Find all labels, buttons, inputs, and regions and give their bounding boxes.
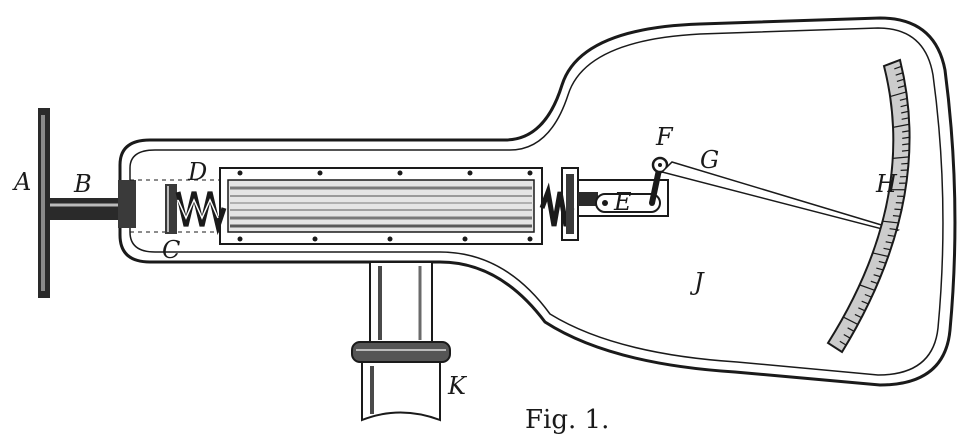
scale-tick [902,136,910,139]
figure-caption: Fig. 1. [525,405,609,435]
label-k: K [447,372,468,400]
link-rod [578,192,598,206]
rivet [237,236,243,242]
scale-tick [878,260,886,264]
link-e [595,193,661,213]
scale-tick [859,284,875,291]
scale-tick [894,65,902,70]
outer-casing [118,16,957,387]
right-bracket-bar [566,174,574,234]
scale-tick [896,78,905,83]
rivet [397,170,403,176]
link-frame [578,179,669,217]
scale-tick [902,143,910,146]
scale-tick [883,247,891,251]
collar-c [165,184,177,234]
spring-d [175,191,227,236]
label-a: A [12,168,31,196]
scale-tick [887,234,895,237]
label-b: B [73,170,92,198]
inner-casing [129,27,944,376]
rivet [527,236,533,242]
scale-tick [889,91,907,98]
rivet [237,170,243,176]
rod-b [50,198,120,220]
scale-tick [854,313,862,319]
label-c: C [162,236,180,264]
scale-tick [839,340,847,346]
scale-tick [843,316,859,325]
rivet [527,170,533,176]
scale-tick [902,130,910,133]
nozzle-flange [351,341,451,363]
scale-tick [892,215,901,217]
scale-tick [899,97,908,101]
scale-h [826,58,911,354]
scale-tick [858,307,866,312]
scale-tick [861,300,869,305]
plate-a-highlight [41,115,45,291]
scale-tick [897,84,906,89]
scale-tick [843,334,851,339]
scale-ticks [839,65,910,346]
link-e-pin-left [602,200,608,206]
label-g: G [700,146,719,174]
rivet [312,236,318,242]
scale-tick [872,252,889,258]
spring-d-inner [177,198,219,220]
nozzle-body [361,361,441,422]
pointer-g [660,161,901,233]
scale-tick [864,293,872,298]
scale-tick [889,228,897,231]
scale-tick [901,117,910,120]
scale-tick [885,241,893,244]
rivets [237,170,533,242]
scale-tick [882,220,899,224]
rivet [462,236,468,242]
scale-tick [895,72,904,76]
scale-tick [901,110,909,114]
rivet [387,236,393,242]
scale-tick [892,123,910,128]
label-j: J [689,268,705,296]
rivet [317,170,323,176]
rod-b-collar [118,180,136,228]
scale-tick [901,149,910,152]
scale-tick [873,274,881,278]
label-e: E [613,188,632,216]
scale-tick [876,267,884,271]
label-f: F [655,123,674,151]
scale-tick [892,156,910,160]
rivet [467,170,473,176]
scale-tick [870,280,878,285]
scale-tick [900,104,909,108]
lever-f-pivot-center [658,163,662,167]
label-h: H [875,170,898,198]
scale-tick [847,327,855,332]
label-d: D [187,158,207,186]
scale-tick [901,162,909,165]
